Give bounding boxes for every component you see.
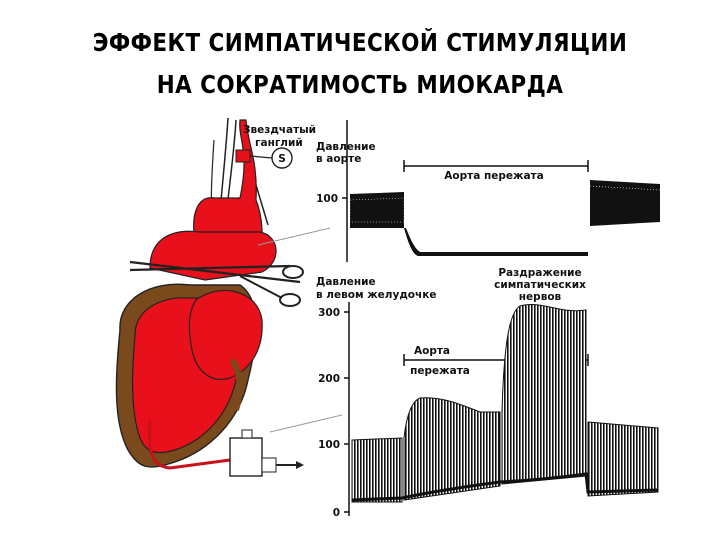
lv-diastolic-line xyxy=(351,472,659,502)
transducer-arrow xyxy=(296,461,304,469)
title-line-2: НА СОКРАТИМОСТЬ МИОКАРДА xyxy=(156,70,564,99)
ganglion-label-2: ганглий xyxy=(255,137,303,149)
aortic-tick-100: 100 xyxy=(316,193,338,205)
aortic-clamp-label: Аорта пережата xyxy=(444,170,543,182)
transducer-cap xyxy=(241,429,253,439)
ventricular-tick-0: 0 xyxy=(333,507,340,519)
aortic-pressure-panel: Давление в аорте 100 Аорта пережата xyxy=(316,120,661,262)
title-line-1: ЭФФЕКТ СИМПАТИЧЕСКОЙ СТИМУЛЯЦИИ xyxy=(92,28,628,57)
aortic-label-2: в аорте xyxy=(316,153,361,165)
pointer-ventricle xyxy=(269,414,343,433)
transducer-port xyxy=(261,457,277,473)
ventricular-tick-100: 100 xyxy=(318,439,340,451)
ventricular-tick-300: 300 xyxy=(318,307,340,319)
ventricular-label-2: в левом желудочке xyxy=(316,289,436,301)
pressure-transducer xyxy=(229,437,263,477)
stimulator-symbol: S xyxy=(278,153,286,165)
stim-label-1: Раздражение xyxy=(498,267,581,279)
ventricle-wall xyxy=(229,358,243,411)
left-ventricle xyxy=(188,290,263,380)
stim-label-2: симпатических xyxy=(494,279,586,291)
clamp-scissors xyxy=(129,260,304,307)
stim-lead xyxy=(249,155,273,159)
ventricular-clamp-label-2: пережата xyxy=(410,365,470,377)
aortic-trace-post xyxy=(590,180,660,226)
lv-trace-post xyxy=(587,421,659,497)
aortic-label-1: Давление xyxy=(316,141,376,153)
aortic-trace-pre xyxy=(350,192,404,228)
lv-trace-stimulated xyxy=(501,304,587,485)
stim-label-3: нервов xyxy=(519,291,562,303)
lv-trace-clamped xyxy=(403,397,501,501)
aortic-trace-clamped xyxy=(404,228,588,256)
stimulator-icon xyxy=(271,147,293,169)
pointer-aorta xyxy=(257,227,331,246)
ventricular-label-1: Давление xyxy=(316,276,376,288)
lv-trace-baseline xyxy=(351,437,403,503)
catheter xyxy=(147,419,231,470)
ganglion xyxy=(235,149,251,163)
heart-illustration: S Звездчатый ганглий xyxy=(115,117,343,477)
ventricular-pressure-panel: Давление в левом желудочке 300 200 100 0… xyxy=(316,267,659,519)
ganglion-label-1: Звездчатый xyxy=(243,124,316,136)
ventricular-tick-200: 200 xyxy=(318,373,340,385)
ventricular-clamp-label-1: Аорта xyxy=(414,345,450,357)
